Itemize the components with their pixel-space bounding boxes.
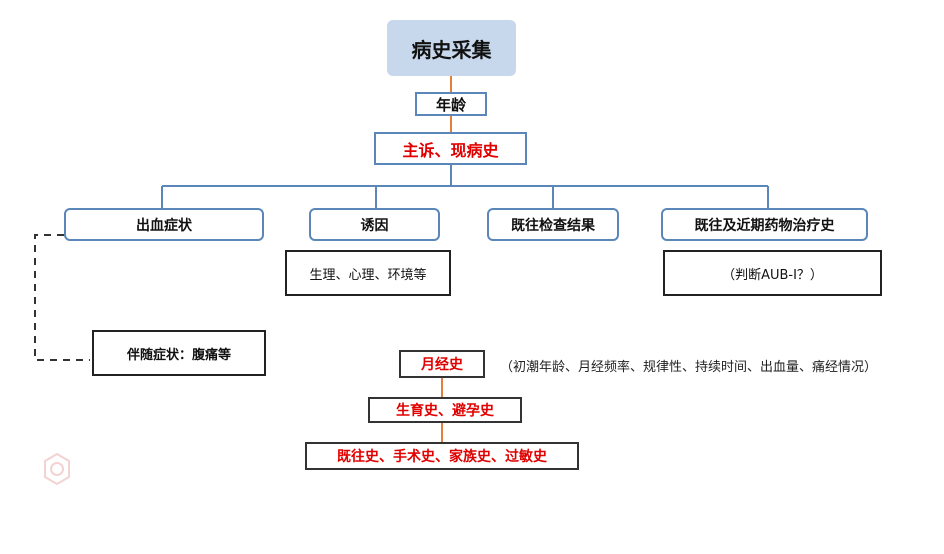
category-bleeding-symptoms: 出血症状 — [64, 208, 264, 241]
category-triggers: 诱因 — [309, 208, 440, 241]
other-history-box: 既往史、手术史、家族史、过敏史 — [305, 442, 579, 470]
menstrual-history-note: （初潮年龄、月经频率、规律性、持续时间、出血量、痛经情况） — [500, 360, 878, 375]
age-box: 年龄 — [415, 92, 487, 116]
watermark-logo-icon — [44, 452, 70, 486]
reproductive-history-box: 生育史、避孕史 — [368, 397, 522, 423]
complaint-box: 主诉、现病史 — [374, 132, 527, 165]
triggers-detail-box: 生理、心理、环境等 — [285, 250, 451, 296]
accompanying-symptoms-box: 伴随症状：腹痛等 — [92, 330, 266, 376]
menstrual-history-box: 月经史 — [399, 350, 485, 378]
aub-detail-box: （判断AUB-I？） — [663, 250, 882, 296]
dashed-bracket — [34, 234, 90, 361]
category-prior-exam: 既往检查结果 — [487, 208, 619, 241]
title-box: 病史采集 — [387, 20, 516, 76]
category-medication-history: 既往及近期药物治疗史 — [661, 208, 868, 241]
